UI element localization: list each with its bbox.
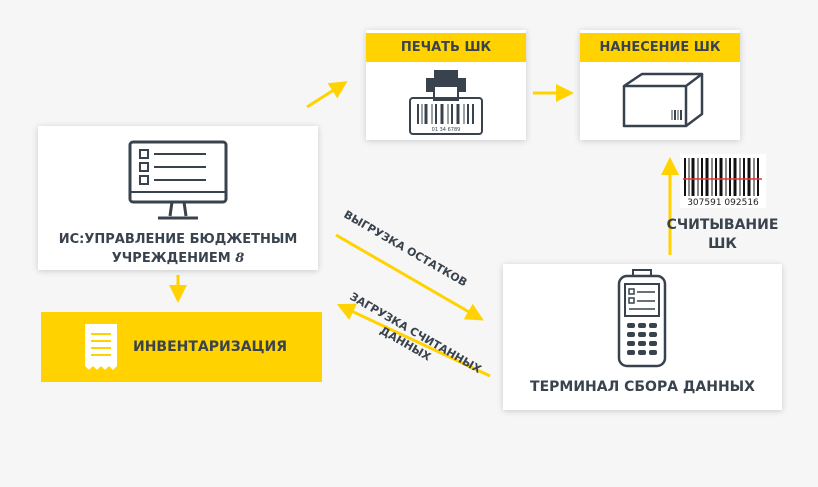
- box-icon: [622, 72, 704, 128]
- arrow-download: [336, 303, 491, 378]
- is-system-box: ИС:УПРАВЛЕНИЕ БЮДЖЕТНЫМ УЧРЕЖДЕНИЕМ 8: [38, 126, 318, 270]
- data-terminal-icon: [617, 269, 667, 368]
- printer-barcode-icon: 01 34 6789: [409, 70, 483, 135]
- receipt-icon: [85, 324, 117, 370]
- arrow-is-to-print: [306, 81, 348, 109]
- scan-label-1: СЧИТЫВАНИЕ: [666, 217, 779, 233]
- monitor-checklist-icon: [128, 140, 228, 220]
- scan-label-2: ШК: [708, 236, 737, 252]
- arrow-upload: [335, 233, 484, 321]
- print-box: ПЕЧАТЬ ШК 01 34 6789: [366, 30, 526, 140]
- terminal-box: ТЕРМИНАЛ СБОРА ДАННЫХ: [503, 264, 782, 410]
- apply-label: НАНЕСЕНИЕ ШК: [580, 33, 740, 62]
- inventory-box: ИНВЕНТАРИЗАЦИЯ: [41, 312, 322, 382]
- is-system-title-2: УЧРЕЖДЕНИЕМ: [111, 251, 231, 266]
- scan-barcode: 307591 092516: [680, 154, 766, 208]
- 1c-logo: 8: [235, 251, 245, 266]
- terminal-label: ТЕРМИНАЛ СБОРА ДАННЫХ: [530, 379, 755, 395]
- inventory-label: ИНВЕНТАРИЗАЦИЯ: [133, 339, 288, 355]
- print-label: ПЕЧАТЬ ШК: [366, 33, 526, 62]
- is-system-title-1: ИС:УПРАВЛЕНИЕ БЮДЖЕТНЫМ: [58, 232, 298, 247]
- apply-box: НАНЕСЕНИЕ ШК: [580, 30, 740, 140]
- barcode-icon: 307591 092516: [683, 158, 762, 208]
- scan-barcode-digits: 307591 092516: [687, 198, 759, 208]
- print-barcode-digits: 01 34 6789: [432, 127, 461, 133]
